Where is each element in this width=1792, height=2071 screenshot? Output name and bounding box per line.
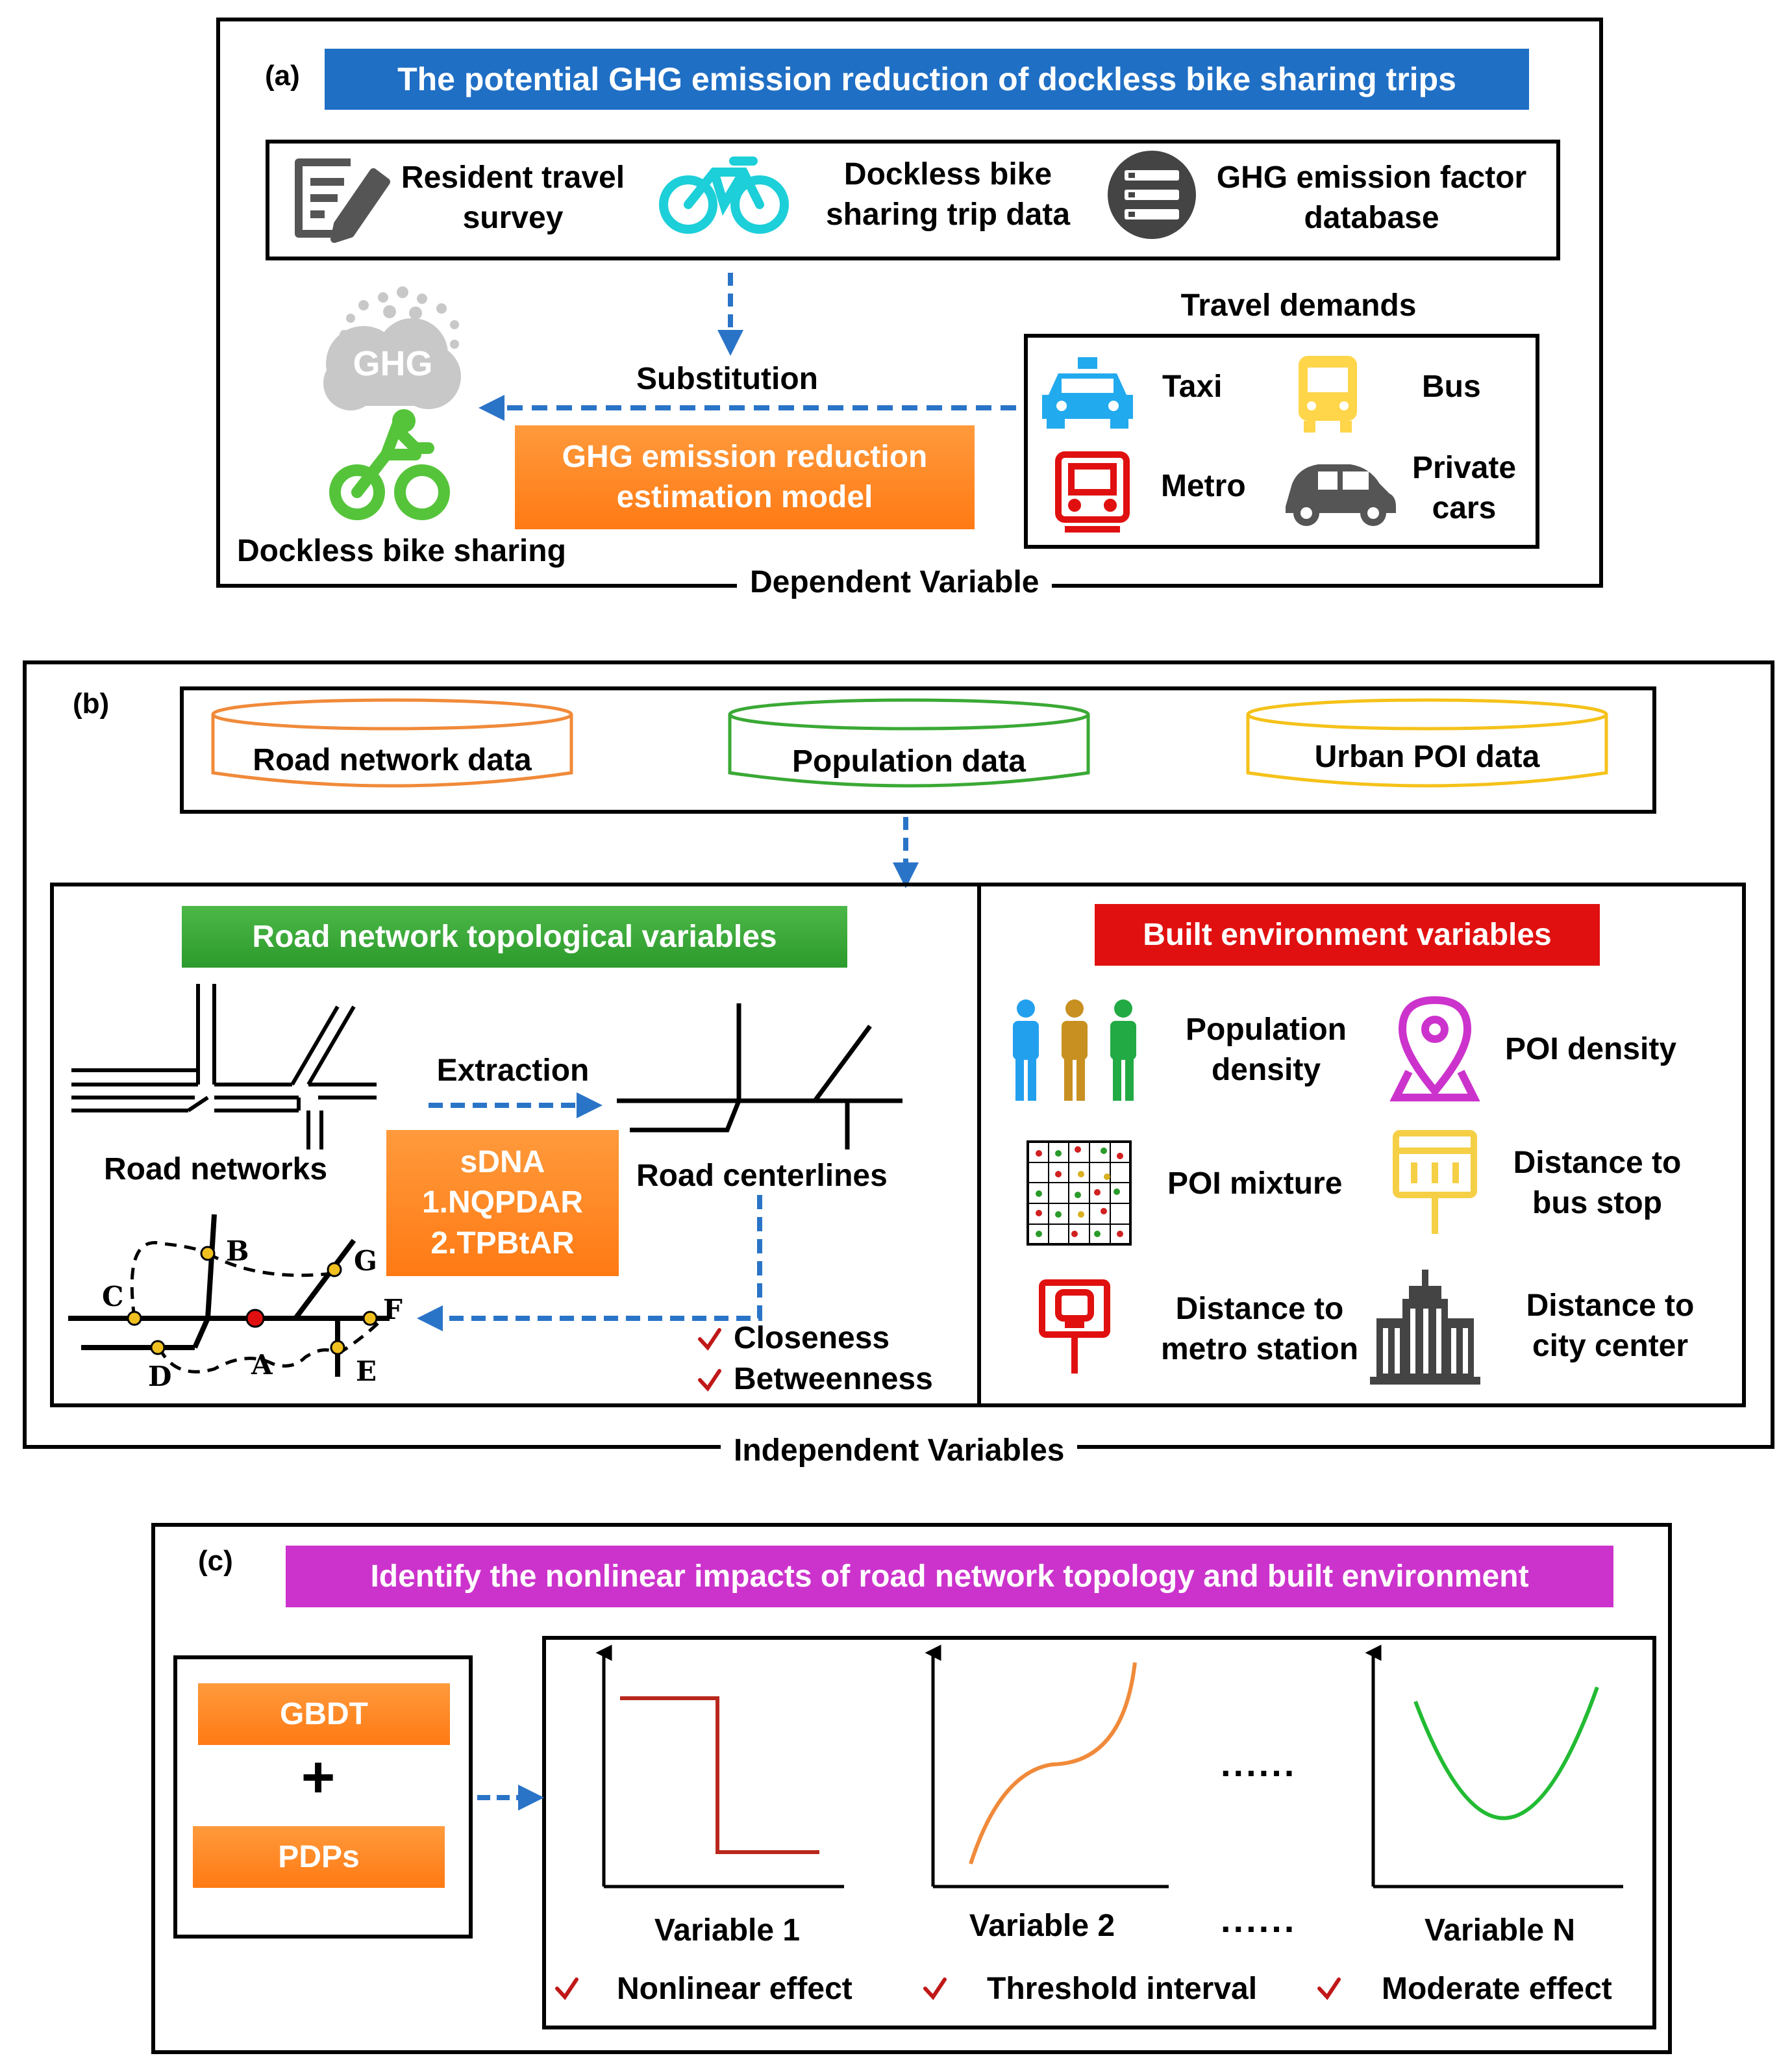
mode-metro: Metro	[1161, 469, 1246, 503]
poi-cylinder	[1246, 698, 1608, 788]
node-label-f: F	[383, 1294, 403, 1325]
node-label-b: B	[226, 1235, 249, 1267]
road-centerlines-label: Road centerlines	[636, 1159, 888, 1193]
data-sources-box	[180, 686, 1656, 814]
step-curve	[620, 1696, 819, 1854]
u-curve	[1413, 1686, 1599, 1820]
node-label-c: C	[102, 1281, 124, 1312]
survey-icon	[295, 158, 390, 243]
betweenness-label: Betweenness	[734, 1362, 933, 1396]
poi-density-label: POI density	[1505, 1032, 1677, 1066]
road-topology-title: Road network topological variables	[182, 906, 847, 968]
panel-a-label: (a)	[265, 60, 300, 92]
closeness-label: Closeness	[734, 1321, 890, 1355]
road-networks-drawing	[71, 984, 377, 1149]
plot-variable-n	[1365, 1644, 1623, 1889]
built-env-title: Built environment variables	[1095, 904, 1600, 966]
poi-mixture-label: POI mixture	[1167, 1166, 1343, 1201]
node-label-a: A	[251, 1349, 273, 1381]
panel-a-title: The potential GHG emission reduction of …	[325, 49, 1529, 110]
checkmark-icon	[555, 1977, 1341, 2000]
node-label-d: D	[148, 1361, 172, 1392]
data-source-poi: Urban POI data	[1314, 740, 1540, 774]
taxi-icon	[1042, 357, 1133, 429]
panel-a-sources-box	[266, 140, 1560, 260]
panel-c-frame	[151, 1523, 1672, 2054]
database-icon	[1108, 151, 1196, 239]
gbdt-box: GBDT	[198, 1683, 450, 1745]
ellipsis-top: ......	[1221, 1743, 1297, 1784]
car-icon	[1286, 464, 1396, 526]
mode-bus: Bus	[1422, 370, 1481, 404]
location-pin-icon	[1389, 996, 1480, 1101]
poi-grid-icon	[1027, 1140, 1132, 1246]
ellipsis-bottom: ......	[1221, 1899, 1297, 1940]
model-box	[173, 1655, 473, 1939]
variable-n-label: Variable N	[1424, 1913, 1576, 1948]
variable-2-label: Variable 2	[969, 1909, 1115, 1943]
node-label-e: E	[356, 1355, 377, 1387]
plots-box	[542, 1636, 1656, 2029]
cyclist-icon	[329, 409, 450, 520]
pdps-box: PDPs	[193, 1826, 445, 1888]
mode-taxi: Taxi	[1162, 370, 1223, 404]
plot-variable-1	[595, 1644, 844, 1889]
ghg-cloud-text: GHG	[353, 344, 433, 383]
bicycle-icon	[659, 157, 789, 234]
bike-sharing-label: Dockless bike sharing	[237, 534, 566, 568]
extraction-label: Extraction	[436, 1053, 590, 1088]
network-graph	[68, 1214, 390, 1377]
effect-nonlinear: Nonlinear effect	[617, 1972, 852, 2006]
plus-sign: +	[301, 1745, 336, 1810]
s-curve	[969, 1662, 1137, 1864]
plot-variable-2	[925, 1644, 1169, 1889]
ghg-cloud-icon	[323, 286, 461, 410]
travel-demands-box	[1024, 334, 1539, 549]
effect-moderate: Moderate effect	[1382, 1972, 1612, 2006]
road-centerlines-drawing	[617, 1003, 902, 1149]
built-env-box	[977, 883, 1746, 1407]
substitution-label: Substitution	[636, 362, 818, 396]
independent-variables-title: Independent Variables	[721, 1431, 1078, 1472]
bus-stop-icon	[1393, 1130, 1477, 1234]
effect-threshold: Threshold interval	[987, 1972, 1258, 2006]
bus-icon	[1299, 356, 1357, 433]
dependent-variable-title: Dependent Variable	[737, 562, 1052, 603]
checkmark-icon	[698, 1328, 721, 1392]
node-label-g: G	[354, 1245, 377, 1277]
centerlines-to-graph-arrow	[417, 1195, 762, 1331]
road-network-cylinder	[211, 698, 573, 788]
panel-b-label: (b)	[73, 688, 110, 720]
panel-c-label: (c)	[198, 1545, 233, 1577]
people-icon	[1013, 999, 1136, 1101]
population-cylinder	[728, 698, 1090, 788]
data-source-road: Road network data	[253, 743, 532, 777]
travel-demands-label: Travel demands	[1180, 288, 1417, 323]
metro-icon	[1055, 451, 1130, 533]
metro-sign-icon	[1039, 1279, 1110, 1374]
variable-1-label: Variable 1	[654, 1913, 801, 1948]
road-networks-label: Road networks	[104, 1152, 328, 1186]
building-icon	[1370, 1270, 1480, 1385]
data-source-population: Population data	[792, 744, 1026, 779]
panel-c-title: Identify the nonlinear impacts of road n…	[286, 1546, 1613, 1607]
